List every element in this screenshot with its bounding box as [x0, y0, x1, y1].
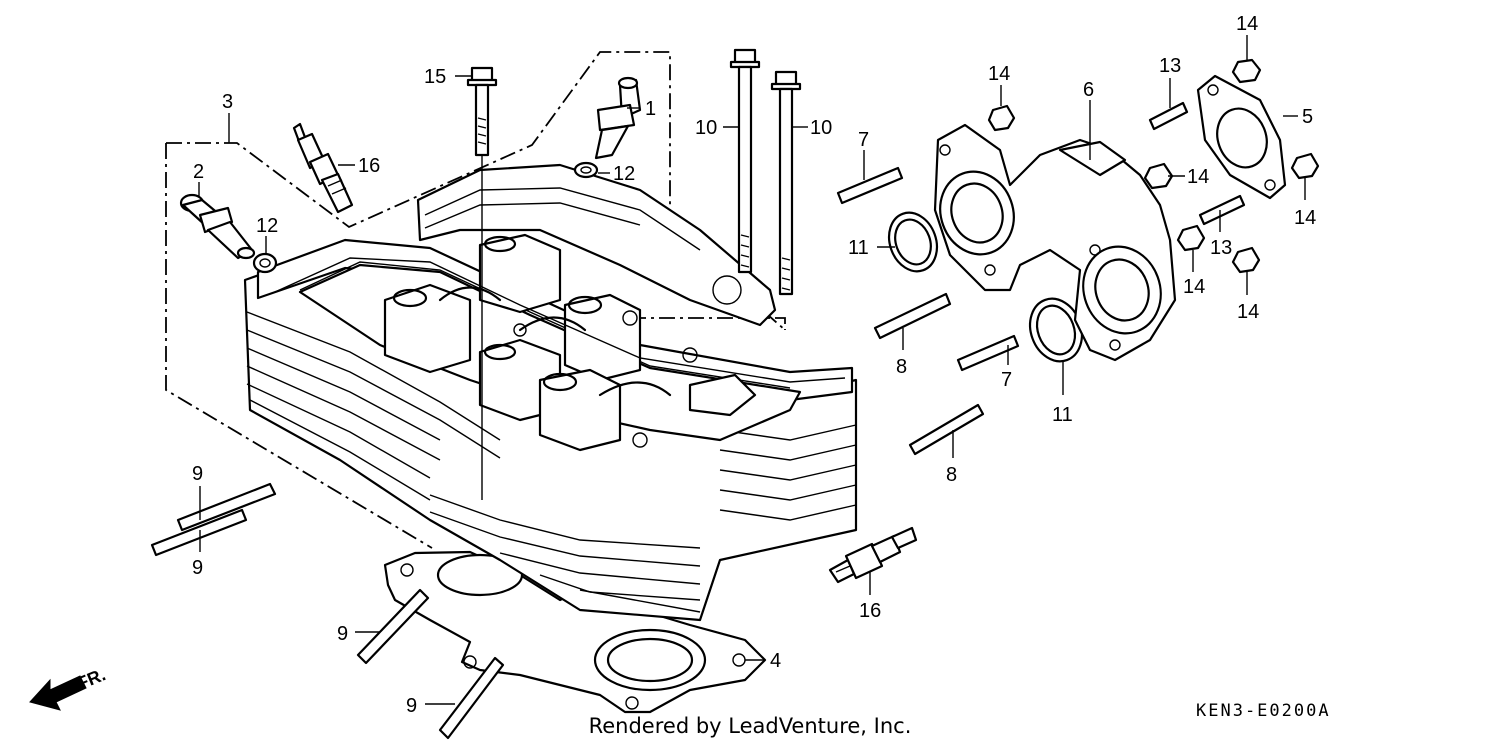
flange-5: [1196, 74, 1287, 200]
cylinder-head: [243, 163, 858, 622]
diagram-code: KEN3-E0200A: [1196, 701, 1331, 721]
head-gasket: [383, 550, 767, 714]
callout-8a: 8: [896, 356, 907, 378]
callout-11a: 11: [848, 237, 869, 259]
callout-9d: 9: [406, 695, 417, 717]
rendered-by-footer: Rendered by LeadVenture, Inc.: [588, 714, 912, 738]
nuts-14: [987, 58, 1320, 274]
callout-16b: 16: [859, 600, 881, 622]
callout-9c: 9: [337, 623, 348, 645]
callout-14e: 14: [1183, 276, 1205, 298]
callout-14d: 14: [1294, 207, 1316, 229]
callout-10b: 10: [810, 117, 832, 139]
part-2-fitting: [179, 193, 256, 260]
callout-14b: 14: [988, 63, 1010, 85]
callout-8b: 8: [946, 464, 957, 486]
callout-9a: 9: [192, 463, 203, 485]
front-direction-indicator: FR.: [29, 664, 108, 711]
washer-12-top-inner: [580, 166, 592, 174]
callout-15: 15: [424, 66, 446, 88]
bolt-15: [466, 66, 498, 500]
washer-12-left: [252, 252, 278, 274]
callout-4: 4: [770, 650, 781, 672]
front-label: FR.: [74, 664, 108, 693]
studs-13: [1148, 101, 1246, 226]
intake-manifold-6: [933, 123, 1177, 362]
bolt-10-right: [770, 70, 802, 296]
front-arrow-icon: [29, 675, 87, 711]
callout-14c: 14: [1187, 166, 1209, 188]
gaskets-11: [887, 211, 1084, 363]
part-1-fitting: [594, 76, 642, 160]
washer-12-left-inner: [259, 258, 271, 268]
callout-3: 3: [222, 91, 233, 113]
group-bracket-3: [165, 51, 786, 549]
washer-12-top: [573, 161, 599, 179]
callout-11b: 11: [1052, 404, 1073, 426]
callout-9b: 9: [192, 557, 203, 579]
studs-7-8: [836, 166, 1020, 456]
callout-7a: 7: [858, 129, 869, 151]
callout-10a: 10: [695, 117, 717, 139]
callout-13b: 13: [1210, 237, 1232, 259]
callout-12a: 12: [613, 163, 635, 185]
callout-6: 6: [1083, 79, 1094, 101]
leader-lines: [198, 35, 1306, 705]
callout-5: 5: [1302, 106, 1313, 128]
callout-2: 2: [193, 161, 204, 183]
callout-7b: 7: [1001, 369, 1012, 391]
studs-9: [150, 482, 505, 740]
bolt-10-left: [729, 48, 761, 274]
callout-14a: 14: [1236, 13, 1258, 35]
spark-plug-16-top: [292, 122, 354, 214]
callout-labels: 1 2 3 4 5 6 7 7 8 8 9 9 9 9 10 10 11 11 …: [192, 13, 1316, 717]
callout-14f: 14: [1237, 301, 1259, 323]
callout-12b: 12: [256, 215, 278, 237]
callout-1: 1: [645, 98, 656, 120]
callout-16a: 16: [358, 155, 380, 177]
spark-plug-16-bottom: [828, 526, 918, 584]
callout-13a: 13: [1159, 55, 1181, 77]
